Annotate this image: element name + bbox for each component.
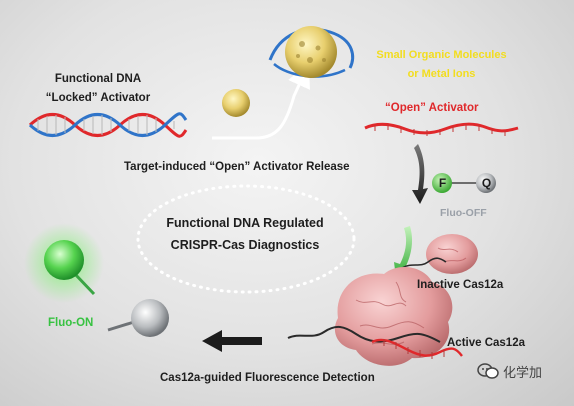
curved-arrow-down-icon [412, 144, 428, 204]
inactive-cas12a-label: Inactive Cas12a [417, 279, 504, 291]
center-title: Functional DNA Regulated CRISPR-Cas Diag… [140, 212, 350, 256]
center-dotted-ellipse [136, 184, 356, 294]
target-aptamer-complex-icon [268, 26, 354, 78]
fluo-on-label: Fluo-ON [48, 317, 94, 329]
fluorophore-label: F [438, 176, 447, 190]
fluo-off-label: Fluo-OFF [440, 207, 487, 219]
open-activator-label: “Open” Activator [385, 102, 479, 114]
functional-dna-text: Functional DNA [54, 73, 142, 85]
locked-activator-text: “Locked” Activator [45, 92, 151, 104]
metal-ions-text: or Metal Ions [407, 68, 476, 80]
locked-dna-duplex-icon [28, 112, 188, 138]
locked-activator-label: Functional DNA “Locked” Activator [28, 70, 168, 108]
fluo-on-probe-icon [24, 223, 104, 303]
inactive-cas12a-protein-icon [401, 234, 478, 274]
small-molecules-text: Small Organic Molecules [376, 49, 507, 61]
quencher-label: Q [481, 176, 492, 190]
center-title-line1: Functional DNA Regulated [166, 216, 324, 230]
detection-label: Cas12a-guided Fluorescence Detection [160, 372, 375, 384]
watermark: 化学加 [477, 359, 569, 383]
quencher-probe-icon [107, 299, 169, 337]
target-molecule-small-icon [222, 89, 250, 117]
arrow-left-icon [202, 330, 262, 352]
release-label: Target-induced “Open” Activator Release [124, 161, 350, 173]
fq-reporter-icon [432, 173, 496, 193]
small-molecules-label: Small Organic Molecules or Metal Ions [364, 46, 519, 84]
active-cas12a-protein-icon [287, 267, 463, 366]
wechat-logo-icon [477, 363, 499, 379]
release-arrow-icon [212, 63, 310, 140]
center-title-line2: CRISPR-Cas Diagnostics [170, 238, 320, 252]
open-activator-strand-icon [364, 122, 519, 135]
green-arrow-down-icon [394, 226, 413, 278]
active-cas12a-label: Active Cas12a [447, 337, 525, 349]
open-activator-bases [374, 124, 506, 136]
watermark-text: 化学加 [503, 364, 543, 380]
